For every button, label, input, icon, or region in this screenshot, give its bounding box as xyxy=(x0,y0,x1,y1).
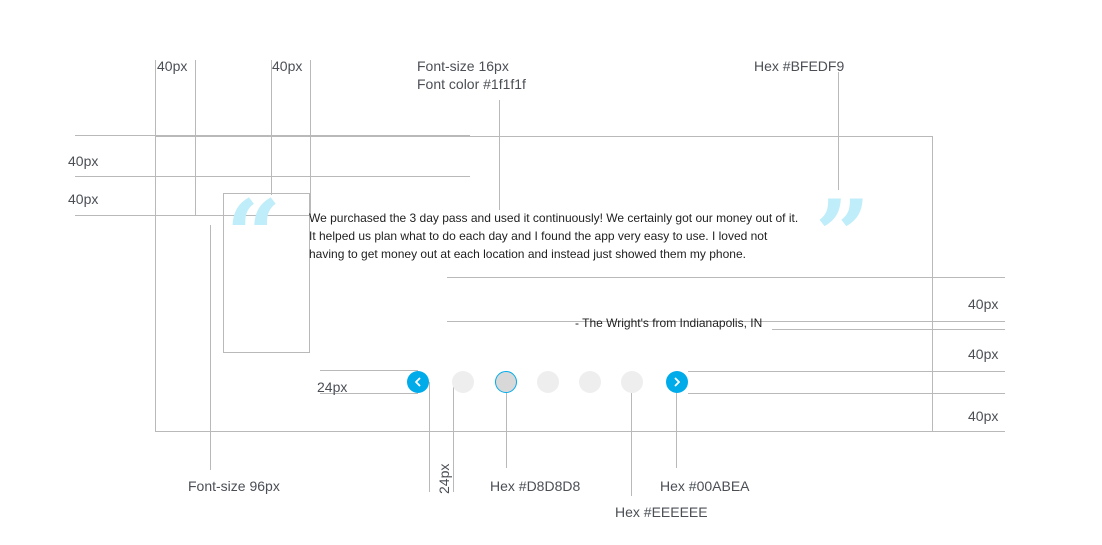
guide-line xyxy=(838,72,839,190)
guide-line xyxy=(506,393,507,468)
spacing-label: 24px xyxy=(317,379,348,395)
font-size-label: Font-size 16px xyxy=(417,58,509,74)
guide-line xyxy=(453,382,454,492)
testimonial-text: We purchased the 3 day pass and used it … xyxy=(309,211,799,261)
pagination-dot[interactable] xyxy=(621,371,643,393)
dot-color-label: Hex #EEEEEE xyxy=(615,504,708,520)
quote-color-label: Hex #BFEDF9 xyxy=(754,58,845,74)
spacing-label: 40px xyxy=(68,191,99,207)
chevron-right-icon xyxy=(674,377,680,387)
guide-line xyxy=(75,135,470,136)
next-button[interactable] xyxy=(666,371,688,393)
guide-line xyxy=(688,371,1005,372)
guide-line xyxy=(75,215,310,216)
guide-line xyxy=(310,60,311,215)
guide-line xyxy=(155,60,156,217)
accent-color-label: Hex #00ABEA xyxy=(660,478,750,494)
guide-line xyxy=(447,277,1005,278)
pagination-dot[interactable] xyxy=(452,371,474,393)
close-quote-icon: ” xyxy=(815,179,871,292)
pagination-dot[interactable] xyxy=(579,371,601,393)
guide-line xyxy=(210,225,211,470)
guide-line xyxy=(320,370,418,371)
guide-line xyxy=(631,393,632,496)
spacing-label-vertical: 24px xyxy=(436,463,452,494)
guide-line xyxy=(195,60,196,215)
guide-line xyxy=(499,100,500,210)
guide-line xyxy=(271,60,272,195)
pagination-dot[interactable] xyxy=(537,371,559,393)
guide-line xyxy=(688,393,1005,394)
pagination-dot-active[interactable] xyxy=(495,371,517,393)
guide-line xyxy=(447,321,1005,322)
prev-button[interactable] xyxy=(407,371,429,393)
open-quote-icon: “ xyxy=(226,179,282,292)
spacing-label: 40px xyxy=(968,408,999,424)
spacing-label: 40px xyxy=(968,346,999,362)
quote-column-box xyxy=(223,193,310,353)
spacing-label: 40px xyxy=(68,153,99,169)
font-size-label: Font-size 96px xyxy=(188,478,280,494)
guide-line xyxy=(75,176,470,177)
spacing-label: 40px xyxy=(157,58,188,74)
guide-line xyxy=(772,329,1005,330)
testimonial-frame xyxy=(155,136,933,432)
chevron-left-icon xyxy=(415,377,421,387)
guide-line xyxy=(320,393,418,394)
guide-line xyxy=(429,382,430,492)
spacing-label: 40px xyxy=(272,58,303,74)
guide-line xyxy=(933,431,1005,432)
spacing-label: 40px xyxy=(968,296,999,312)
guide-line xyxy=(676,393,677,468)
active-dot-color-label: Hex #D8D8D8 xyxy=(490,478,581,494)
font-color-label: Font color #1f1f1f xyxy=(417,76,526,92)
testimonial-author: - The Wright's from Indianapolis, IN xyxy=(575,316,763,330)
